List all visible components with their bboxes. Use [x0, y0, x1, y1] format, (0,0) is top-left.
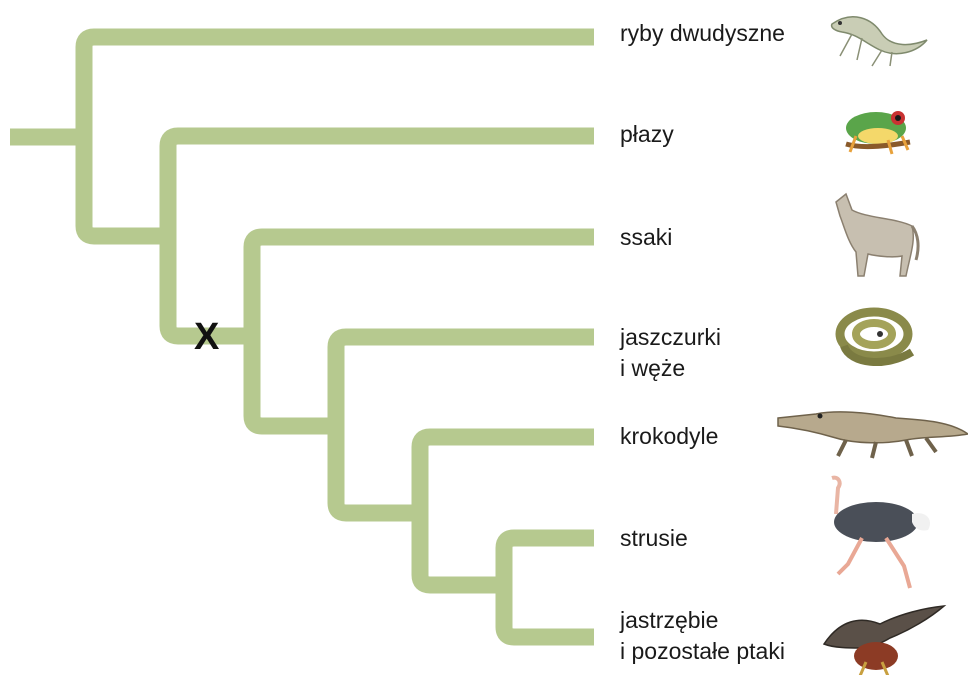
- taxon-label-mammals: ssaki: [620, 222, 672, 253]
- taxon-label-line: jaszczurki: [620, 324, 721, 350]
- snake-icon: [835, 307, 915, 366]
- taxon-label-line: strusie: [620, 525, 688, 551]
- clade-node-2: [159, 127, 594, 345]
- taxon-label-line: ryby dwudyszne: [620, 20, 785, 46]
- wolf-icon: [835, 192, 920, 277]
- lungfish-icon: [830, 16, 928, 67]
- clade-node-5: [411, 428, 594, 594]
- node-mark-x: X: [194, 316, 220, 358]
- taxon-label-line: i węże: [620, 355, 686, 381]
- taxon-label-line: i pozostałe ptaki: [620, 638, 785, 664]
- frog-icon: [845, 111, 911, 155]
- branches: [10, 28, 594, 646]
- taxon-label-hawks-birds: jastrzębie i pozostałe ptaki: [620, 605, 785, 667]
- clade-node-6: [495, 529, 594, 646]
- taxon-label-ostriches: strusie: [620, 523, 688, 554]
- taxon-label-line: ssaki: [620, 224, 673, 250]
- taxon-label-lungfish: ryby dwudyszne: [620, 18, 785, 49]
- clade-node-4: [327, 328, 594, 522]
- clade-node-3-amniotes: [243, 228, 594, 435]
- ostrich-icon: [831, 475, 931, 589]
- taxon-label-line: krokodyle: [620, 423, 719, 449]
- hawk-icon: [822, 605, 947, 675]
- crocodile-icon: [777, 411, 968, 459]
- taxon-label-amphibians: płazy: [620, 119, 674, 150]
- taxon-label-lizards-snakes: jaszczurki i węże: [620, 322, 721, 384]
- taxon-label-line: płazy: [620, 121, 674, 147]
- taxon-label-crocodiles: krokodyle: [620, 421, 718, 452]
- clade-node-1: [75, 28, 594, 245]
- taxon-label-line: jastrzębie: [620, 607, 719, 633]
